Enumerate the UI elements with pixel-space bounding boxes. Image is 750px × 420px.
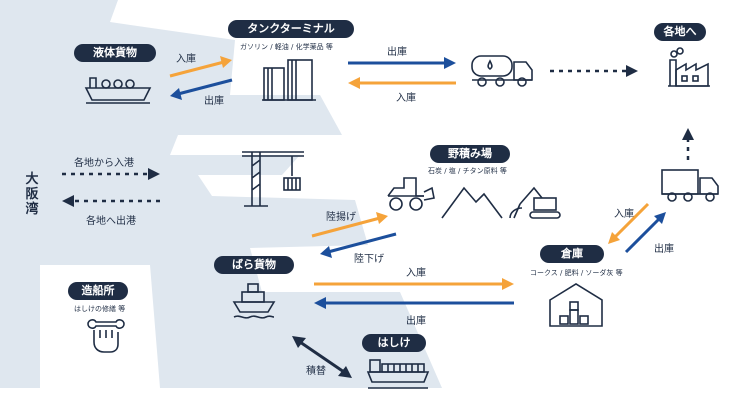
factory-icon xyxy=(668,47,710,87)
destinations-title: 各地へ xyxy=(654,23,706,41)
unload-label: 陸揚げ xyxy=(326,212,356,223)
shipyard-subtitle: はしけの修繕 等 xyxy=(74,305,126,313)
port-arrival-label: 各地から入港 xyxy=(74,158,134,169)
warehouse-icon xyxy=(549,283,603,327)
shipyard-title: 造船所 xyxy=(68,282,128,300)
liquid-cargo-title: 液体貨物 xyxy=(74,44,156,62)
tank-terminal-subtitle: ガソリン / 軽油 / 化学薬品 等 xyxy=(240,43,333,51)
port-departure-label: 各地へ出港 xyxy=(86,216,136,227)
liquid-out-label: 出庫 xyxy=(204,96,224,107)
liquid-in-arrow xyxy=(169,56,232,78)
unload-arrow xyxy=(311,212,388,238)
barge-icon xyxy=(366,359,430,389)
open-storage-subtitle: 石炭 / 塩 / チタン原料 等 xyxy=(428,167,507,175)
port-departure-arrow xyxy=(62,195,160,207)
osaka-bay-label: 大阪湾 xyxy=(25,172,39,217)
warehouse-out-arrow xyxy=(624,212,666,254)
warehouse-title: 倉庫 xyxy=(540,245,604,263)
tanker-ship-icon xyxy=(84,77,152,104)
truck-up-arrow xyxy=(682,128,694,160)
open-storage-title: 野積み場 xyxy=(430,145,510,163)
warehouse-out-label: 出庫 xyxy=(654,244,674,255)
tank-terminal-title: タンクターミナル xyxy=(228,20,354,38)
truck-to-destinations-arrow xyxy=(550,65,638,77)
load-label: 陸下げ xyxy=(354,254,384,265)
barge-title: はしけ xyxy=(362,334,426,352)
transship-arrow xyxy=(292,336,352,378)
bulk-cargo-title: ばら貨物 xyxy=(214,256,294,274)
port-arrival-arrow xyxy=(62,168,160,180)
transship-label: 積替 xyxy=(306,366,326,377)
load-arrow xyxy=(320,232,397,258)
tank-in-arrow xyxy=(348,77,456,89)
tanker-truck-icon xyxy=(471,55,533,87)
liquid-out-arrow xyxy=(170,78,233,100)
tank-in-label: 入庫 xyxy=(396,93,416,104)
warehouse-subtitle: コークス / 肥料 / ソーダ灰 等 xyxy=(530,269,623,277)
repair-wrench-icon xyxy=(87,319,125,353)
tank-out-label: 出庫 xyxy=(387,47,407,58)
storage-tank-icon xyxy=(262,59,316,101)
box-truck-icon xyxy=(661,169,719,202)
liquid-in-label: 入庫 xyxy=(176,54,196,65)
bulk-in-arrow xyxy=(314,278,514,290)
warehouse-in-label: 入庫 xyxy=(614,209,634,220)
gantry-crane-icon xyxy=(242,151,304,207)
bulk-in-label: 入庫 xyxy=(406,268,426,279)
bulk-out-arrow xyxy=(314,297,514,309)
sea-area xyxy=(0,0,442,388)
loader-pile-excavator-icon xyxy=(387,177,561,219)
warehouse-in-arrow xyxy=(608,202,650,244)
bulk-out-label: 出庫 xyxy=(406,316,426,327)
tank-out-arrow xyxy=(348,57,456,69)
bulk-ship-icon xyxy=(232,283,276,319)
